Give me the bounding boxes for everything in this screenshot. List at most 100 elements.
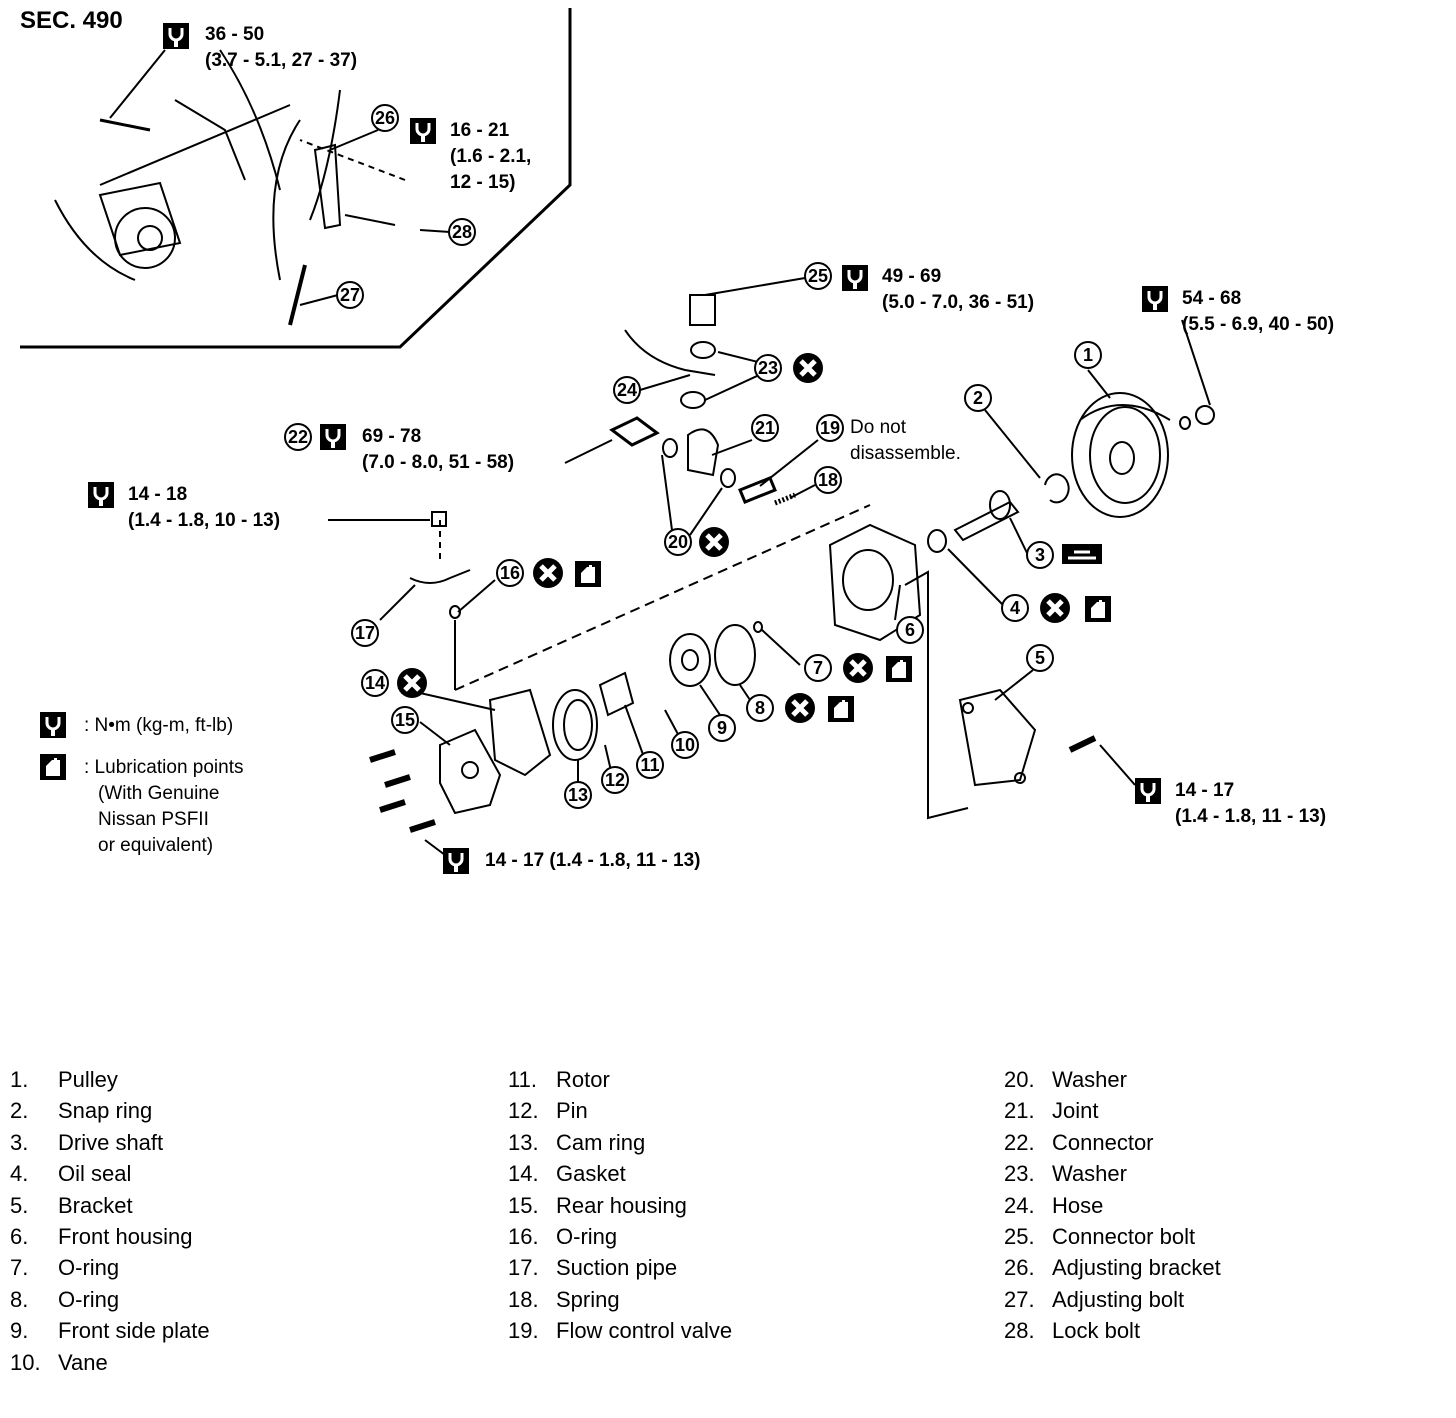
part-name: Cam ring	[556, 1129, 646, 1155]
part-name: Spring	[556, 1286, 620, 1312]
callout-21: 21	[751, 414, 779, 442]
callouts: 1 2 3 4 5 6 7 8 9 10 11 12 13 14 15 16 1…	[284, 104, 1102, 809]
replace-x-icon	[699, 527, 729, 557]
part-number: 5.	[10, 1192, 29, 1218]
part-number: 24.	[1004, 1192, 1035, 1218]
part-name: Oil seal	[58, 1161, 132, 1187]
svg-text:17: 17	[355, 623, 375, 643]
svg-text:25: 25	[808, 266, 828, 286]
part-number: 8.	[10, 1286, 29, 1312]
callout-11: 11	[636, 751, 664, 779]
inset-border	[20, 8, 572, 349]
svg-text:26: 26	[375, 108, 395, 128]
part-number: 28.	[1004, 1318, 1035, 1344]
torque-icon-2	[408, 116, 438, 146]
svg-text:4: 4	[1010, 598, 1020, 618]
lubrication-icon	[886, 656, 912, 682]
torque-icon-8	[441, 846, 471, 876]
part-number: 19.	[508, 1318, 539, 1344]
parts-list-item: 25. Connector bolt	[1004, 1221, 1221, 1252]
part-number: 26.	[1004, 1255, 1035, 1281]
part-number: 21.	[1004, 1098, 1035, 1124]
svg-text:11: 11	[640, 755, 659, 775]
part-number: 25.	[1004, 1223, 1035, 1249]
replace-x-icon	[793, 353, 823, 383]
part-name: Rotor	[556, 1067, 610, 1092]
callout-22: 22	[284, 423, 312, 451]
callout-12: 12	[601, 766, 629, 794]
torque-icon-3	[840, 263, 870, 293]
part-name: Hose	[1052, 1192, 1104, 1218]
svg-text:23: 23	[758, 358, 778, 378]
svg-text:1: 1	[1083, 345, 1093, 365]
parts-list-item: 28.Lock bolt	[1004, 1315, 1221, 1346]
replace-x-icon	[785, 693, 815, 723]
svg-text:2: 2	[973, 388, 983, 408]
part-name: Vane	[58, 1349, 108, 1375]
parts-list-item: 1.Pulley	[10, 1064, 210, 1095]
torque-spec-4-alt: (5.5 - 6.9, 40 - 50)	[1182, 314, 1334, 335]
torque-spec-2-alt2: 12 - 15)	[450, 172, 515, 193]
part-number: 6.	[10, 1223, 29, 1249]
torque-spec-2-alt1: (1.6 - 2.1,	[450, 146, 531, 167]
part-name: Pin	[556, 1098, 588, 1124]
svg-text:16: 16	[500, 563, 520, 583]
callout-7: 7	[804, 654, 832, 682]
part-name: Joint	[1052, 1098, 1099, 1124]
svg-text:20: 20	[668, 532, 688, 552]
svg-text:5: 5	[1035, 648, 1045, 668]
svg-text:8: 8	[755, 698, 765, 718]
parts-list-item: 10.Vane	[10, 1347, 210, 1378]
parts-list-item: 11.Rotor	[508, 1064, 732, 1095]
torque-spec-7-alt: (1.4 - 1.8, 11 - 13)	[1175, 806, 1326, 827]
part-name: Bracket	[58, 1192, 133, 1218]
part-name: Washer	[1052, 1161, 1127, 1187]
torque-spec-1-nm: 36 - 50	[205, 24, 264, 45]
part-number: 27.	[1004, 1286, 1035, 1312]
svg-text:19: 19	[820, 418, 840, 438]
part-number: 16.	[508, 1223, 539, 1249]
legend-lubrication-line-3: Nissan PSFII	[98, 809, 209, 830]
parts-list-item: 22.Connector	[1004, 1127, 1221, 1158]
callout-14: 14	[361, 669, 389, 697]
legend-torque-icon	[38, 710, 68, 740]
replace-x-icon	[533, 558, 563, 588]
svg-text:24: 24	[617, 380, 637, 400]
parts-list-item: 16.O-ring	[508, 1221, 732, 1252]
note-line-1: Do not	[850, 417, 907, 438]
torque-spec-4-nm: 54 - 68	[1182, 288, 1241, 309]
part-name: Washer	[1052, 1067, 1127, 1092]
note-line-2: disassemble.	[850, 443, 961, 464]
svg-text:10: 10	[675, 735, 695, 755]
legend-lubrication-line-2: (With Genuine	[98, 783, 219, 804]
cap-icon	[1062, 544, 1102, 564]
callout-23: 23	[754, 354, 782, 382]
parts-list-item: 27.Adjusting bolt	[1004, 1284, 1221, 1315]
lubrication-icon	[828, 696, 854, 722]
torque-icon-1	[161, 21, 191, 51]
torque-icon-6	[86, 480, 116, 510]
parts-list-item: 21. Joint	[1004, 1095, 1221, 1126]
part-number: 2.	[10, 1098, 29, 1124]
section-label: SEC. 490	[20, 7, 123, 34]
callout-20: 20	[664, 528, 692, 556]
lubrication-icon	[1085, 596, 1111, 622]
part-name: Gasket	[556, 1161, 626, 1187]
legend-lubrication-icon	[40, 754, 66, 780]
parts-list-item: 6.Front housing	[10, 1221, 210, 1252]
part-name: Connector bolt	[1052, 1223, 1196, 1249]
part-name: Suction pipe	[556, 1255, 678, 1281]
parts-list-item: 26.Adjusting bracket	[1004, 1252, 1221, 1283]
torque-spec-5-nm: 69 - 78	[362, 426, 421, 447]
part-name: Front side plate	[58, 1318, 210, 1344]
part-name: Connector	[1052, 1129, 1154, 1155]
svg-text:3: 3	[1035, 545, 1045, 565]
part-number: 15.	[508, 1192, 539, 1218]
svg-text:15: 15	[395, 710, 415, 730]
callout-24: 24	[613, 376, 641, 404]
svg-text:13: 13	[568, 785, 588, 805]
parts-list-item: 14.Gasket	[508, 1158, 732, 1189]
callout-17: 17	[351, 619, 379, 647]
